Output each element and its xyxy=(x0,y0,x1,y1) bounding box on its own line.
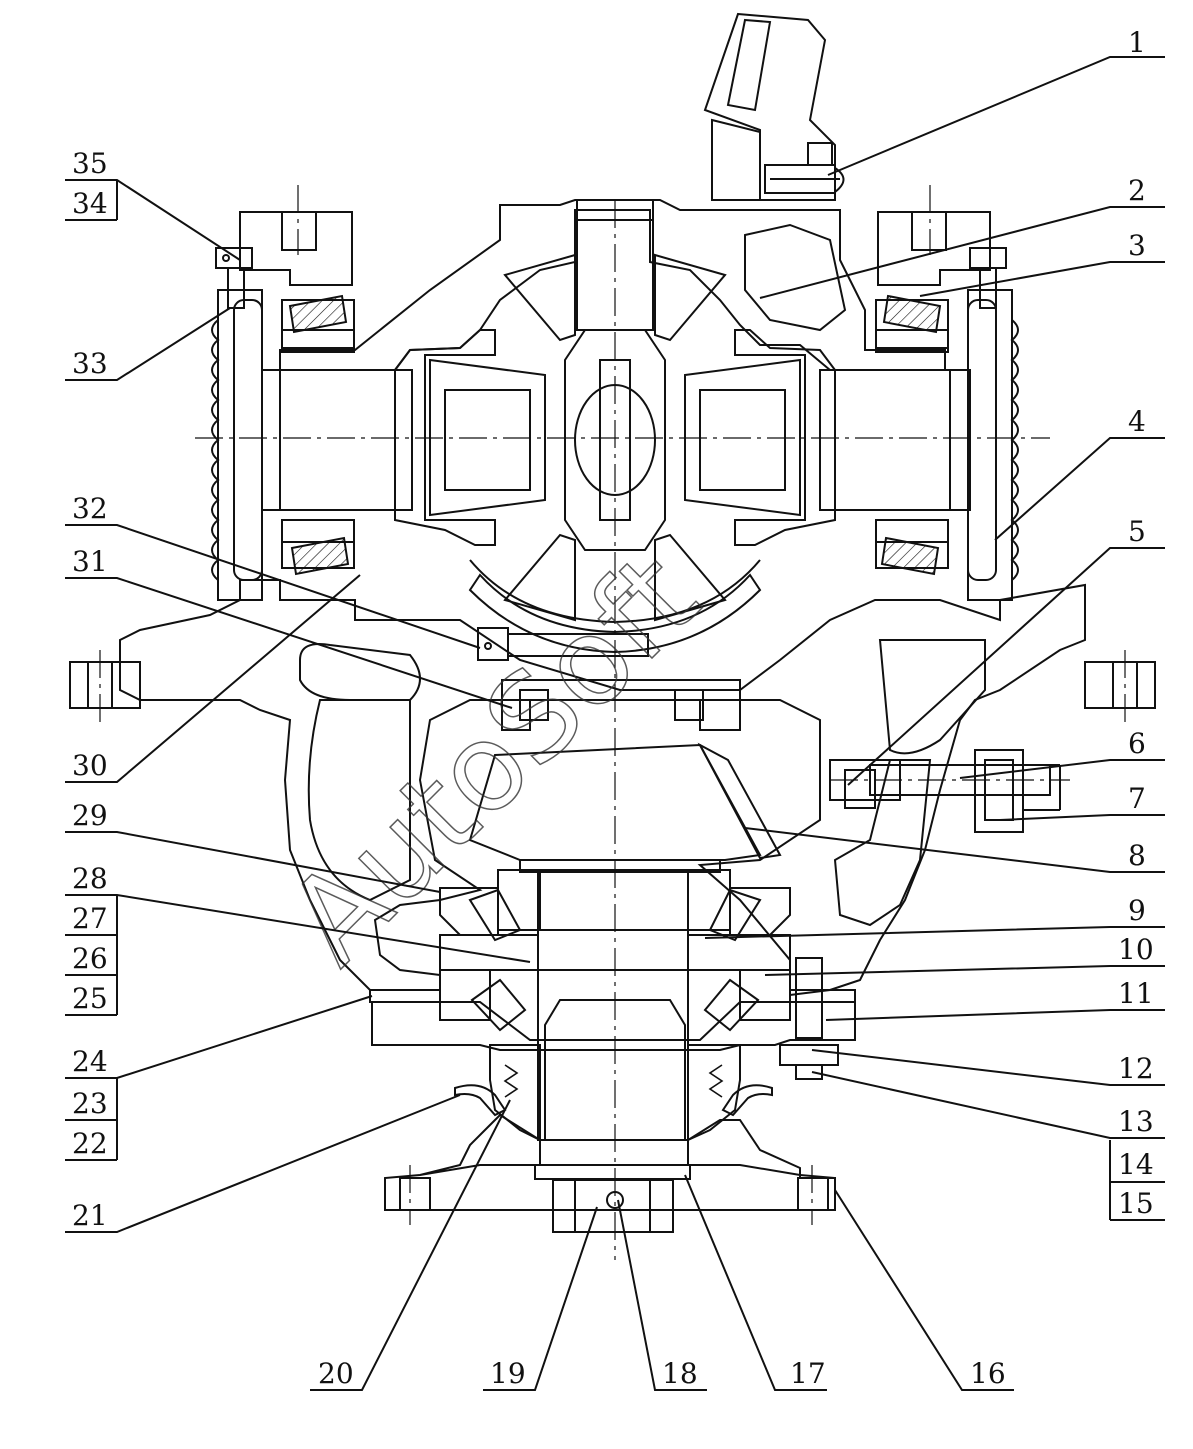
label-part-27: 27 xyxy=(72,902,108,935)
label-part-6: 6 xyxy=(1128,727,1146,760)
label-part-33: 33 xyxy=(72,347,108,380)
label-part-4: 4 xyxy=(1128,405,1146,438)
label-part-19: 19 xyxy=(490,1357,526,1390)
label-part-2: 2 xyxy=(1128,174,1146,207)
label-part-30: 30 xyxy=(72,749,108,782)
label-part-9: 9 xyxy=(1128,894,1146,927)
label-part-5: 5 xyxy=(1128,515,1146,548)
mechanism-drawing xyxy=(69,12,1156,1260)
label-part-24: 24 xyxy=(72,1045,108,1078)
label-part-12: 12 xyxy=(1118,1052,1154,1085)
label-part-7: 7 xyxy=(1128,782,1146,815)
label-part-28: 28 xyxy=(72,862,108,895)
label-part-3: 3 xyxy=(1128,229,1146,262)
part-labels: 1 2 3 4 5 6 7 8 9 10 11 12 13 14 15 16 1… xyxy=(72,26,1154,1390)
label-part-34: 34 xyxy=(72,187,108,220)
label-part-21: 21 xyxy=(72,1199,108,1232)
label-part-20: 20 xyxy=(318,1357,354,1390)
label-part-23: 23 xyxy=(72,1087,108,1120)
label-part-10: 10 xyxy=(1118,933,1154,966)
label-part-15: 15 xyxy=(1118,1187,1154,1220)
callout-leaders xyxy=(65,56,1165,1391)
label-part-29: 29 xyxy=(72,799,108,832)
label-part-1: 1 xyxy=(1128,26,1146,59)
label-part-26: 26 xyxy=(72,942,108,975)
label-part-31: 31 xyxy=(72,545,108,578)
label-part-11: 11 xyxy=(1118,977,1154,1010)
label-part-32: 32 xyxy=(72,492,108,525)
label-part-13: 13 xyxy=(1118,1105,1154,1138)
label-part-16: 16 xyxy=(970,1357,1006,1390)
label-part-22: 22 xyxy=(72,1127,108,1160)
label-part-8: 8 xyxy=(1128,839,1146,872)
label-part-35: 35 xyxy=(72,147,108,180)
label-part-17: 17 xyxy=(790,1357,826,1390)
label-part-25: 25 xyxy=(72,982,108,1015)
label-part-14: 14 xyxy=(1118,1148,1154,1181)
label-part-18: 18 xyxy=(662,1357,698,1390)
